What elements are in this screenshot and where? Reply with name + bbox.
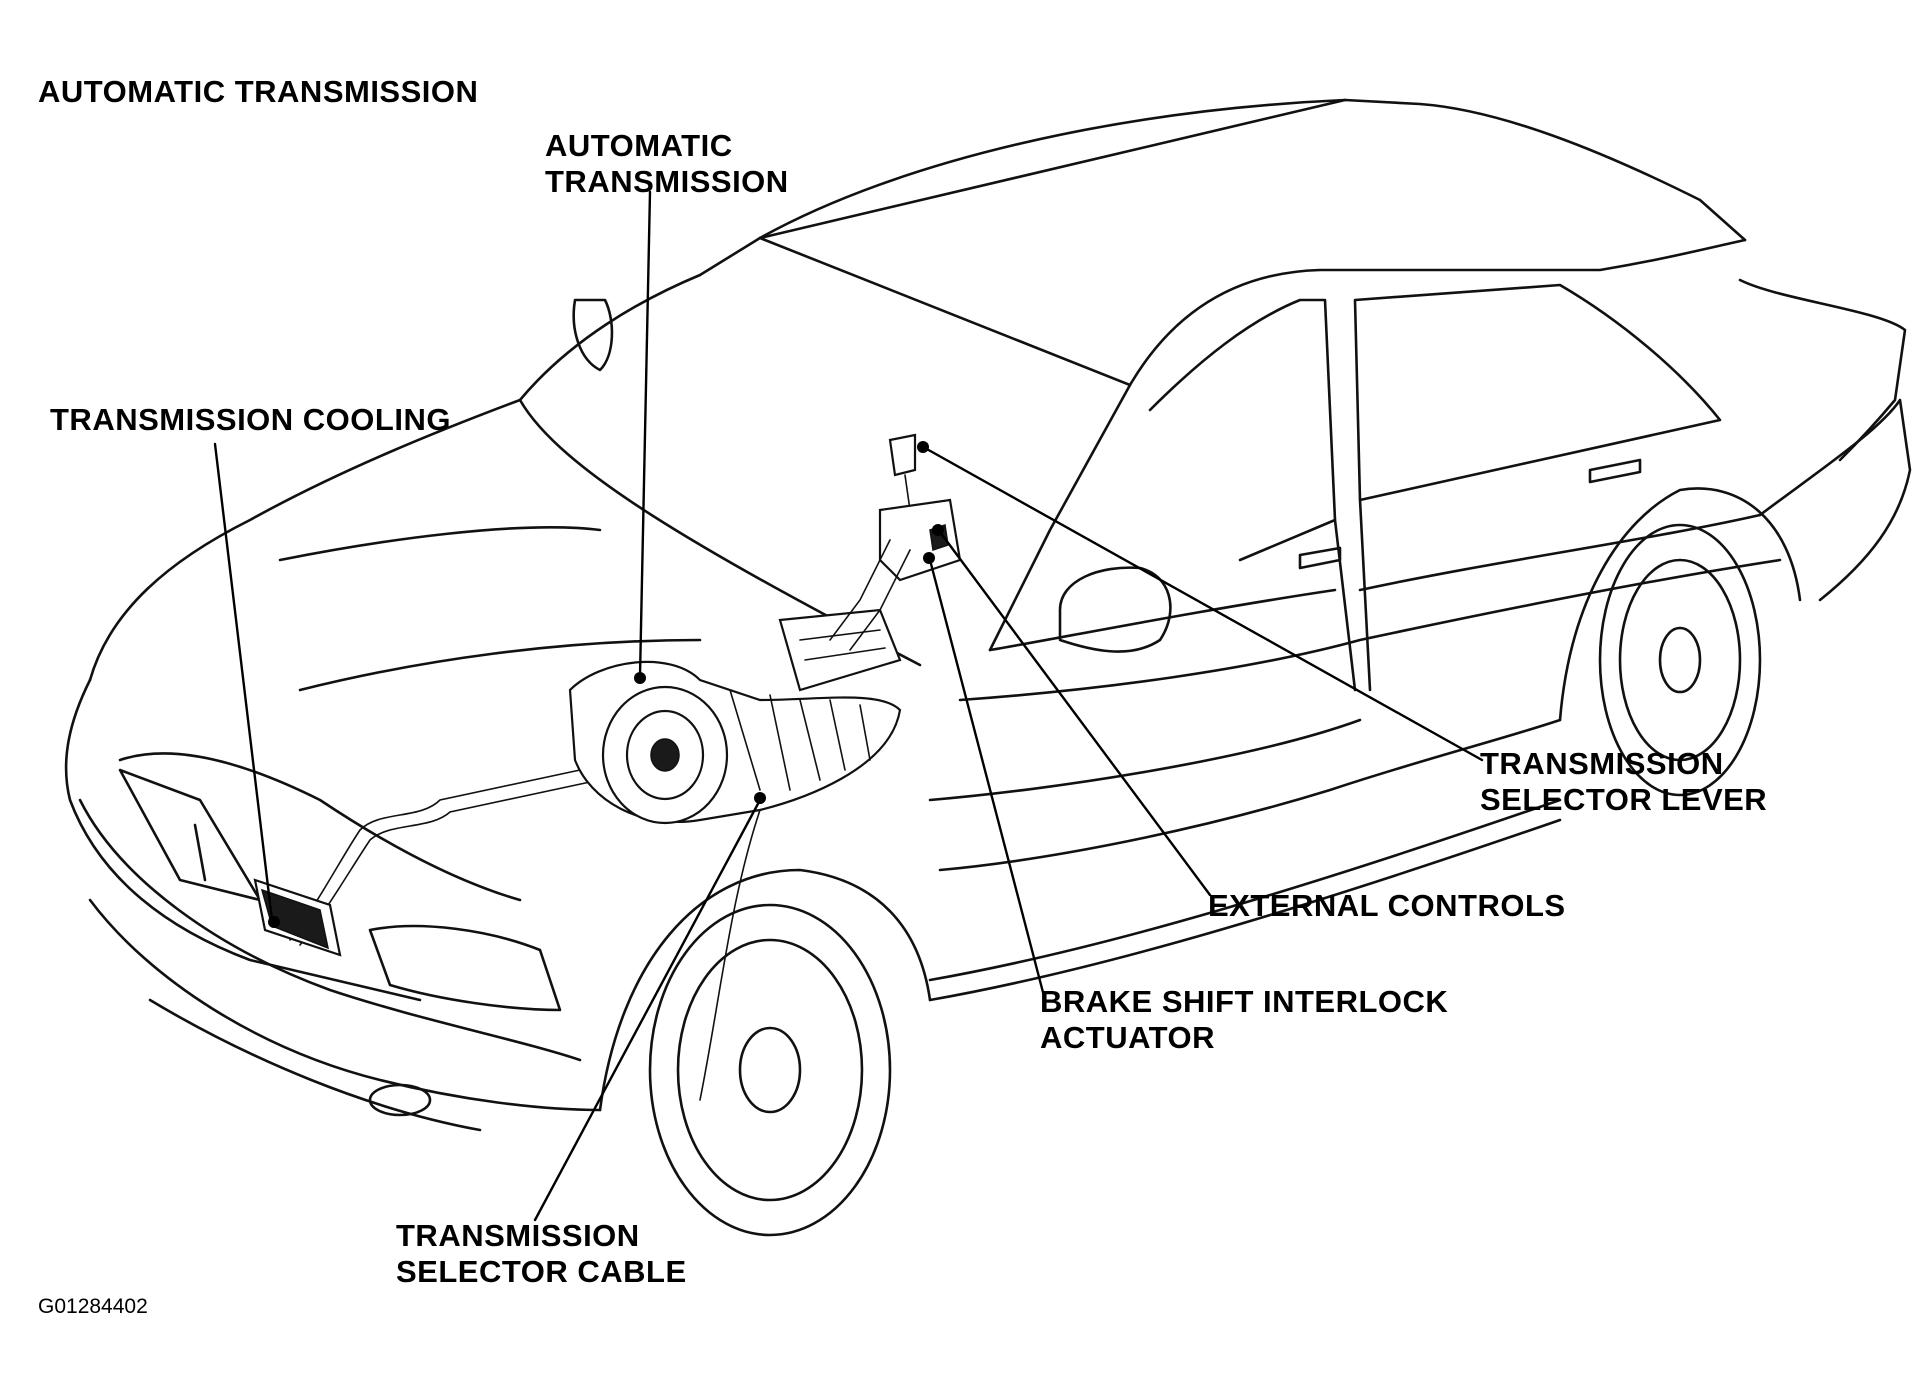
callout-selector-lever-line-1: TRANSMISSION — [1480, 746, 1724, 781]
diagram-title-text: AUTOMATIC TRANSMISSION — [38, 74, 479, 109]
leader-dot-selector-lever — [917, 441, 929, 453]
callout-selector-lever-line-2: SELECTOR LEVER — [1480, 782, 1768, 817]
leader-dot-external-controls — [932, 524, 944, 536]
callout-transmission-cooling-line-1: TRANSMISSION COOLING — [50, 402, 451, 437]
callout-brake-shift-interlock-line-2: ACTUATOR — [1040, 1020, 1216, 1055]
leader-dot-selector-cable — [754, 792, 766, 804]
selector-cable — [699, 809, 761, 1101]
leader-external-controls — [938, 530, 1212, 897]
leader-dot-transmission-cooling — [268, 916, 280, 928]
leader-dot-automatic-transmission — [634, 672, 646, 684]
callout-automatic-transmission-line-1: AUTOMATIC — [545, 128, 733, 163]
callout-selector-cable-line-2: SELECTOR CABLE — [396, 1254, 687, 1289]
callout-transmission-selector-lever: TRANSMISSION SELECTOR LEVER — [1480, 746, 1767, 818]
callout-automatic-transmission: AUTOMATIC TRANSMISSION — [545, 128, 789, 200]
diagram-title: AUTOMATIC TRANSMISSION — [38, 74, 478, 110]
leader-selector-cable — [533, 798, 762, 1222]
leader-selector-lever — [923, 446, 1484, 762]
callout-external-controls-line-1: EXTERNAL CONTROLS — [1208, 888, 1566, 923]
callout-brake-shift-interlock-actuator: BRAKE SHIFT INTERLOCK ACTUATOR — [1040, 984, 1448, 1056]
leader-automatic-transmission — [638, 190, 652, 678]
leader-transmission-cooling — [213, 442, 274, 922]
callout-transmission-cooling: TRANSMISSION COOLING — [50, 402, 451, 438]
callout-selector-cable-line-1: TRANSMISSION — [396, 1218, 640, 1253]
car-body — [64, 98, 1912, 1237]
callout-external-controls: EXTERNAL CONTROLS — [1208, 888, 1566, 924]
leader-brake-shift-interlock — [928, 558, 1047, 1002]
callout-transmission-selector-cable: TRANSMISSION SELECTOR CABLE — [396, 1218, 687, 1290]
transmission-cooling-lines — [253, 759, 641, 957]
figure-id: G01284402 — [38, 1295, 148, 1318]
callout-leaders — [213, 190, 1484, 1222]
transmission-assembly — [568, 608, 902, 825]
callout-automatic-transmission-line-2: TRANSMISSION — [545, 164, 789, 199]
callout-brake-shift-interlock-line-1: BRAKE SHIFT INTERLOCK — [1040, 984, 1449, 1019]
leader-dot-brake-shift-interlock — [923, 552, 935, 564]
